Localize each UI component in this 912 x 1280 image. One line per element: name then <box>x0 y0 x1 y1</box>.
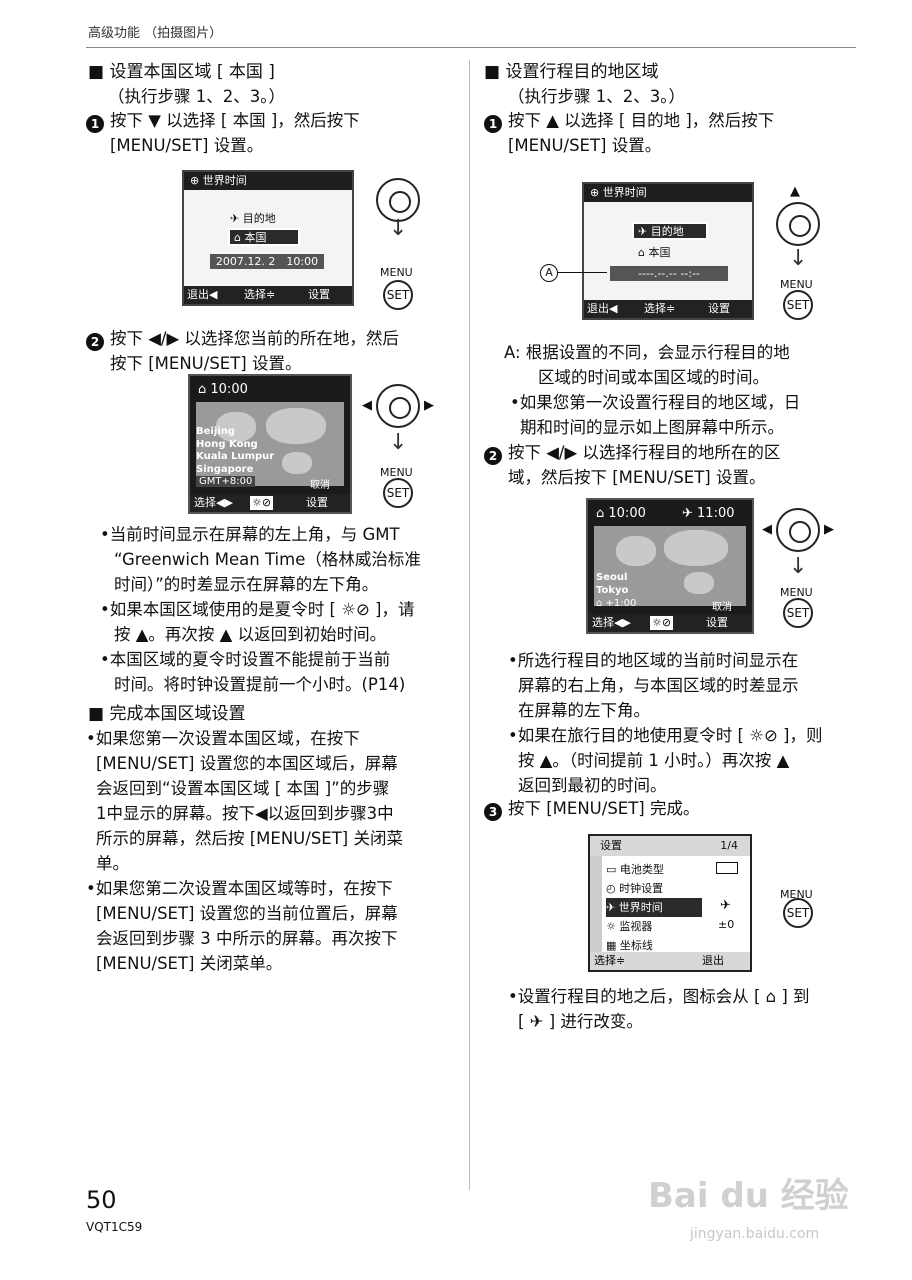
menu-set-button-icon: SET <box>383 280 413 310</box>
menu-item-grid: ▦ 坐标线 <box>606 939 653 952</box>
screen-title: ⊕ 世界时间 <box>584 184 752 202</box>
steps-note: （执行步骤 1、2、3。） <box>108 87 285 106</box>
arrow-down-icon: ↓ <box>389 430 408 455</box>
arrow-down-icon: ↓ <box>389 216 408 241</box>
dpad-icon <box>376 384 420 428</box>
page-header: 高级功能 （拍摄图片） <box>88 26 223 41</box>
setup-menu-screen: 设置 1/4 ▭ 电池类型 ◴ 时钟设置 ✈ 世界时间 ☼ 监视器 ▦ 坐标线 … <box>588 834 752 972</box>
cancel-label: 取消 <box>712 602 732 613</box>
step-number: 1 <box>86 115 104 133</box>
time-difference: ⌂ +1:00 <box>596 598 637 609</box>
dpad-icon <box>376 178 420 222</box>
screen-title: ⊕ 世界时间 <box>184 172 352 190</box>
finish-bullets: •如果您第一次设置本国区域，在按下[MENU/SET] 设置您的本国区域后，屏幕… <box>86 729 403 973</box>
home-item: ⌂ 本国 <box>638 246 671 259</box>
screen-bottom-bar: 选择◀▶ ☼⊘ 设置 <box>190 494 350 512</box>
gmt-offset: GMT+8:00 <box>196 476 256 487</box>
cancel-label: 取消 <box>310 480 330 491</box>
arrow-down-icon: ↓ <box>789 246 808 271</box>
finish-title: ■ 完成本国区域设置 <box>88 704 246 724</box>
globe-icon: ⊕ <box>590 186 603 199</box>
arrow-left-icon: ◀ <box>362 398 372 413</box>
column-divider <box>469 60 470 1190</box>
home-item-selected: ⌂ 本国 <box>228 228 300 246</box>
watermark-url: jingyan.baidu.com <box>690 1226 820 1242</box>
callout-line <box>557 272 607 273</box>
arrow-up-icon: ▲ <box>790 184 800 199</box>
dst-icon: ☼⊘ <box>250 496 274 510</box>
page-number: 50 <box>86 1186 117 1214</box>
screen-bottom-bar: 退出◀ 选择≑ 设置 <box>584 300 752 318</box>
menu-set-button-icon: SET <box>783 290 813 320</box>
steps-note: （执行步骤 1、2、3。） <box>508 87 685 106</box>
home-time: ⌂ 10:00 <box>596 506 646 521</box>
arrow-right-icon: ▶ <box>824 522 834 537</box>
world-time-screen-destination: ⊕ 世界时间 ✈ 目的地 ⌂ 本国 ----.--.-- --:-- 退出◀ 选… <box>582 182 754 320</box>
home-bullets: •当前时间显示在屏幕的左上角，与 GMT“Greenwich Mean Time… <box>100 525 421 694</box>
menu-set-button-icon: SET <box>783 598 813 628</box>
menu-set-button-icon: SET <box>383 478 413 508</box>
watermark-logo: Bai du 经验 <box>648 1176 849 1216</box>
screen-bottom-bar: 退出◀ 选择≑ 设置 <box>184 286 352 304</box>
datetime-field: 2007.12. 2 10:00 <box>210 254 324 269</box>
world-time-screen: ⊕ 世界时间 ✈ 目的地 ⌂ 本国 2007.12. 2 10:00 退出◀ 选… <box>182 170 354 306</box>
dst-icon: ☼⊘ <box>650 616 674 630</box>
dpad-icon <box>776 202 820 246</box>
world-map <box>196 402 344 486</box>
home-time: ⌂ 10:00 <box>198 382 248 397</box>
menu-item-monitor: ☼ 监视器 <box>606 920 653 933</box>
menu-label: MENU <box>780 586 813 599</box>
plane-icon: ✈ <box>720 898 731 913</box>
product-code: VQT1C59 <box>86 1220 143 1234</box>
header-rule <box>86 47 856 48</box>
section-title-destination: ■ 设置行程目的地区域 <box>484 62 659 82</box>
destination-time: ✈ 11:00 <box>682 506 735 521</box>
destination-item: ✈ 目的地 <box>230 212 276 225</box>
menu-item-battery: ▭ 电池类型 <box>606 863 664 876</box>
note-a: A: 根据设置的不同，会显示行程目的地区域的时间或本国区域的时间。 <box>504 343 790 387</box>
menu-title-bar: 设置 1/4 <box>590 836 750 856</box>
menu-item-clock: ◴ 时钟设置 <box>606 882 664 895</box>
screen-bottom-bar: 选择◀▶ ☼⊘ 设置 <box>588 614 752 632</box>
destination-item-selected: ✈ 目的地 <box>632 222 708 240</box>
menu-side-tabs <box>590 856 602 952</box>
final-note: •设置行程目的地之后，图标会从 [ ⌂ ] 到[ ✈ ] 进行改变。 <box>508 987 810 1031</box>
section-title-home: ■ 设置本国区域 [ 本国 ] <box>88 62 275 82</box>
battery-icon <box>716 862 738 874</box>
menu-label: MENU <box>780 278 813 291</box>
world-map <box>594 526 746 606</box>
menu-item-world-time: ✈ 世界时间 <box>606 898 702 917</box>
arrow-right-icon: ▶ <box>424 398 434 413</box>
menu-set-button-icon: SET <box>783 898 813 928</box>
dpad-icon <box>776 508 820 552</box>
callout-a-marker: A <box>540 264 558 282</box>
datetime-field: ----.--.-- --:-- <box>610 266 728 281</box>
menu-items: ▭ 电池类型 ◴ 时钟设置 ✈ 世界时间 ☼ 监视器 ▦ 坐标线 <box>606 860 702 955</box>
destination-bullets: •所选行程目的地区域的当前时间显示在屏幕的右上角，与本国区域的时差显示在屏幕的左… <box>508 651 823 795</box>
menu-label: MENU <box>380 466 413 479</box>
arrow-left-icon: ◀ <box>762 522 772 537</box>
monitor-value: ±0 <box>718 918 735 931</box>
arrow-down-icon: ↓ <box>789 554 808 579</box>
first-time-bullet: •如果您第一次设置行程目的地区域，日期和时间的显示如上图屏幕中所示。 <box>510 393 801 437</box>
menu-label: MENU <box>380 266 413 279</box>
globe-icon: ⊕ <box>190 174 203 187</box>
menu-bottom-bar: 选择≑ 退出 <box>590 952 750 970</box>
menu-label: MENU <box>780 888 813 901</box>
